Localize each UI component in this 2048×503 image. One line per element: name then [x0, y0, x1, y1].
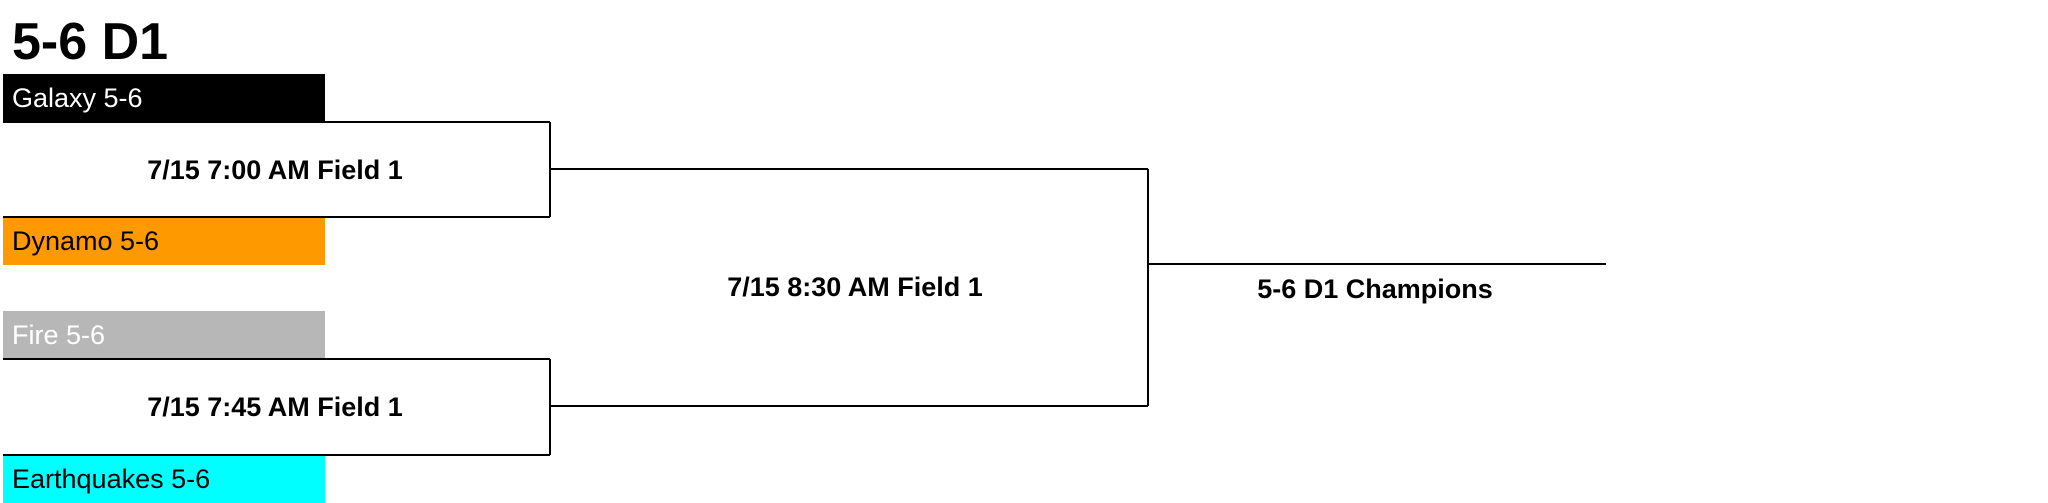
- team-dynamo: Dynamo 5-6: [3, 217, 325, 265]
- champion-label: 5-6 D1 Champions: [1257, 274, 1493, 304]
- bracket-title: 5-6 D1: [12, 13, 169, 71]
- team-fire: Fire 5-6: [3, 311, 325, 359]
- final-game-label: 7/15 8:30 AM Field 1: [727, 272, 983, 302]
- team-earthquakes: Earthquakes 5-6: [3, 455, 325, 503]
- game2-label: 7/15 7:45 AM Field 1: [147, 392, 403, 422]
- team-galaxy: Galaxy 5-6: [3, 74, 325, 122]
- game1-label: 7/15 7:00 AM Field 1: [147, 155, 403, 185]
